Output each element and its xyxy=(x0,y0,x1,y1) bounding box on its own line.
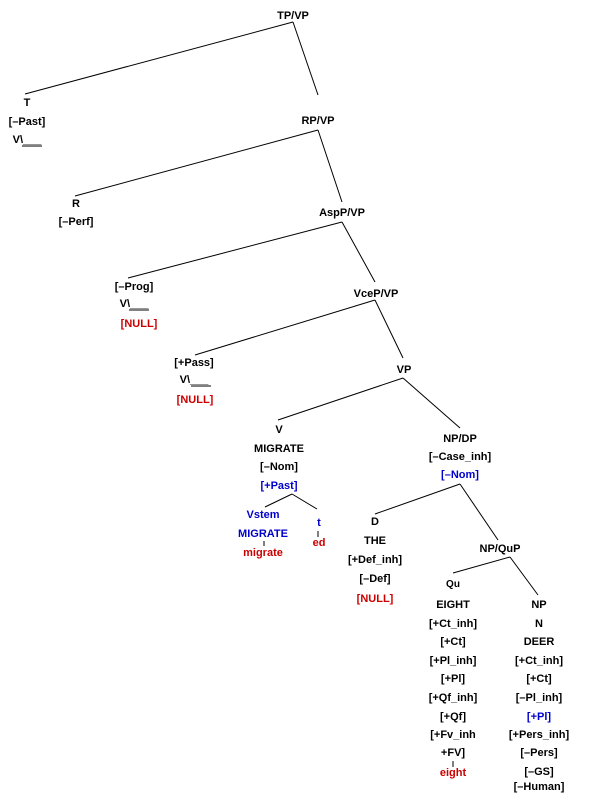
node-v-t-form: ed xyxy=(312,537,326,549)
node-t-slot: V\___ xyxy=(12,134,42,146)
node-vstem-word: MIGRATE xyxy=(238,528,288,540)
node-qu-feature: [+Pl] xyxy=(440,673,466,685)
node-n-feature: [+Ct_inh] xyxy=(515,655,563,667)
branch-vce-pass xyxy=(194,299,376,356)
branch-vp-v xyxy=(277,377,404,421)
node-tp-vp: TP/VP xyxy=(277,10,309,22)
node-qu: Qu xyxy=(446,579,460,590)
node-n: N xyxy=(535,618,543,630)
node-r-feature: [–Perf] xyxy=(58,216,94,228)
node-qu-feature: [+Ct_inh] xyxy=(429,618,477,630)
node-n-feature: [–Pl_inh] xyxy=(515,692,563,704)
node-d-word: THE xyxy=(364,535,386,547)
branch-asp-prog xyxy=(127,221,343,279)
node-v: V xyxy=(275,424,283,436)
node-t-feature: [–Past] xyxy=(8,116,46,128)
node-np-qup: NP/QuP xyxy=(479,543,521,555)
node-qu-feature: [+Ct] xyxy=(440,636,466,648)
branch-npdp-d xyxy=(374,483,461,515)
node-d-feature-def: [–Def] xyxy=(359,573,391,585)
node-np: NP xyxy=(531,599,547,611)
branch-tp-t xyxy=(24,21,294,95)
branch-vp-npdp xyxy=(402,377,461,429)
node-d-null: [NULL] xyxy=(356,593,394,605)
node-qu-feature: +FV] xyxy=(440,747,466,759)
node-qu-feature: [+Pl_inh] xyxy=(429,655,477,667)
node-rp-vp: RP/VP xyxy=(301,115,335,127)
branch-vce-vp xyxy=(374,299,404,359)
branch-v-vstem xyxy=(264,493,293,508)
node-v-feature-nom: [–Nom] xyxy=(260,461,298,473)
node-qu-feature: [+Fv_inh xyxy=(430,729,476,741)
node-vstem: Vstem xyxy=(246,509,280,521)
branch-asp-vce xyxy=(341,221,376,283)
node-qu-word: EIGHT xyxy=(436,599,470,611)
node-np-dp: NP/DP xyxy=(443,433,477,445)
node-n-feature: [+Pers_inh] xyxy=(508,729,570,741)
branch-tp-rp xyxy=(292,21,319,96)
node-vce-null: [NULL] xyxy=(176,394,214,406)
node-qu-feature: [+Qf_inh] xyxy=(428,692,478,704)
node-v-word: MIGRATE xyxy=(254,443,304,455)
node-asp-null: [NULL] xyxy=(120,318,158,330)
node-n-feature: [+Pl] xyxy=(526,711,552,723)
branch-rp-asp xyxy=(317,129,343,203)
node-n-feature: [–Human] xyxy=(513,781,565,793)
node-qu-form: eight xyxy=(439,767,467,779)
node-d: D xyxy=(371,516,379,528)
node-r: R xyxy=(72,198,80,210)
node-n-feature: [–Pers] xyxy=(520,747,558,759)
node-aspp-vp: AspP/VP xyxy=(319,207,365,219)
node-n-word: DEER xyxy=(523,636,555,648)
node-v-t: t xyxy=(317,517,321,529)
node-vce-slot: V\___ xyxy=(179,374,209,386)
node-t: T xyxy=(23,97,31,109)
branch-npqup-qu xyxy=(452,556,511,574)
node-vp: VP xyxy=(396,364,412,376)
node-n-feature: [+Ct] xyxy=(526,673,552,685)
node-qu-feature: [+Qf] xyxy=(440,711,466,723)
node-v-feature-past: [+Past] xyxy=(260,480,298,492)
branch-npdp-npqup xyxy=(459,483,499,541)
node-vstem-form: migrate xyxy=(243,547,283,559)
node-npdp-feature-nom: [–Nom] xyxy=(441,469,479,481)
node-n-feature: [–GS] xyxy=(524,766,554,778)
node-pass-feature: [+Pass] xyxy=(174,357,214,369)
node-d-feature-defin: [+Def_inh] xyxy=(347,554,403,566)
branch-v-t xyxy=(291,493,318,510)
node-vcep-vp: VceP/VP xyxy=(353,288,399,300)
node-npdp-feature-case: [–Case_inh] xyxy=(428,451,492,463)
node-prog-feature: [–Prog] xyxy=(114,281,154,293)
node-asp-slot: V\___ xyxy=(119,298,149,310)
branch-rp-r xyxy=(74,129,319,197)
branch-npqup-np xyxy=(509,556,539,596)
